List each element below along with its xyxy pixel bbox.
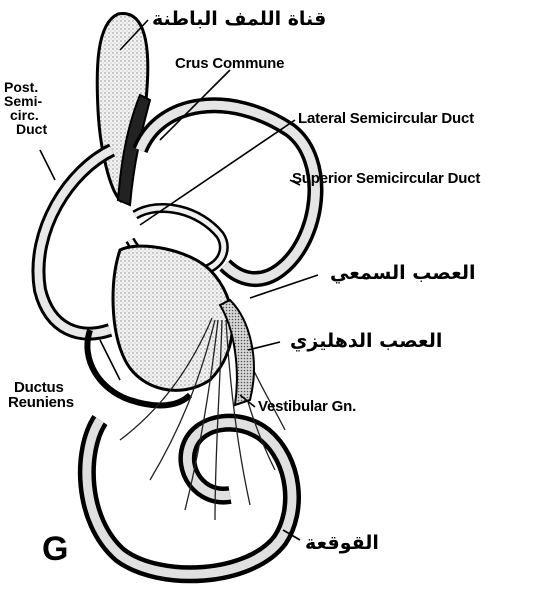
ductus-reuniens-line-2: Reuniens	[8, 395, 74, 410]
crus-commune-label: Crus Commune	[175, 55, 284, 72]
post-semicirc-duct-line-3: circ.	[4, 108, 47, 122]
cochlea-label: القوقعة	[305, 532, 379, 554]
post-semicirc-duct-line-4: Duct	[4, 122, 47, 136]
post-semicirc-duct-label: Post. Semi- circ. Duct	[4, 80, 47, 136]
panel-letter: G	[42, 530, 68, 569]
vestibular-nerve-label: العصب الدهليزي	[290, 330, 442, 352]
lateral-semicircular-duct-label: Lateral Semicircular Duct	[298, 110, 474, 127]
post-semicirc-duct-line-1: Post.	[4, 80, 47, 94]
vestibular-ganglion-label: Vestibular Gn.	[258, 398, 356, 415]
ductus-reuniens-label: Ductus Reuniens	[8, 380, 74, 410]
superior-semicircular-duct-label: Superior Semicircular Duct	[292, 170, 480, 187]
post-semicirc-duct-line-2: Semi-	[4, 94, 47, 108]
ductus-reuniens-line-1: Ductus	[8, 380, 74, 395]
endolymphatic-duct-label: قناة اللمف الباطنة	[152, 8, 326, 30]
cochlear-nerve-label: العصب السمعي	[330, 262, 476, 284]
